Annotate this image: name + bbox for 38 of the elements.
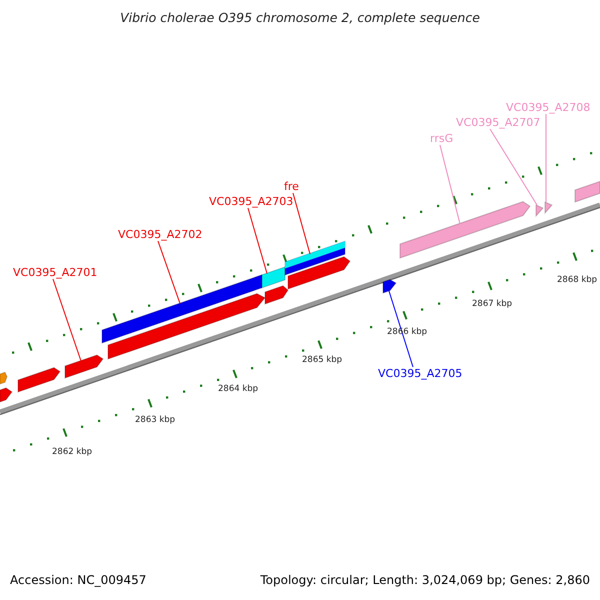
gene-label: fre [284, 180, 299, 193]
gene-label: VC0395_A2701 [13, 266, 98, 279]
summary-text: Topology: circular; Length: 3,024,069 bp; Genes: 2,860 [260, 574, 590, 587]
leader-line [292, 192, 310, 254]
gene-feature [536, 204, 544, 216]
leader-line [440, 144, 460, 224]
leader-line [52, 278, 82, 362]
gene-feature [262, 266, 286, 288]
scale-label: 2863 kbp [135, 414, 176, 427]
gene-label: VC0395_A2703 [209, 195, 294, 208]
gene-feature [382, 279, 397, 294]
leader-line [248, 208, 268, 274]
gene-feature [0, 387, 13, 403]
gene-feature [544, 202, 553, 214]
gene-feature [64, 354, 104, 379]
accession-text: Accession: NC_009457 [10, 574, 146, 587]
gene-feature [102, 274, 262, 344]
gene-feature [400, 201, 531, 259]
leader-line [388, 290, 414, 368]
gene-feature [18, 367, 61, 393]
gene-label: VC0395_A2707 [456, 116, 540, 129]
scale-label: 2867 kbp [472, 298, 512, 311]
gene-label: rrsG [430, 132, 454, 145]
gene-feature [574, 180, 600, 203]
title: Vibrio cholerae O395 chromosome 2, complete sequence [119, 11, 481, 24]
gene-label: VC0395_A2708 [506, 101, 590, 114]
gene-label: VC0395_A2702 [118, 228, 202, 241]
gene-feature [264, 285, 289, 305]
gene-feature [288, 256, 351, 290]
leader-line [490, 128, 538, 206]
gene-feature [0, 372, 8, 385]
gene-feature [108, 293, 266, 360]
scale-label: 2868 kbp [557, 274, 598, 287]
scale-label: 2862 kbp [52, 446, 92, 459]
gene-label: VC0395_A2705 [378, 367, 462, 380]
leader-line [158, 240, 180, 304]
scale-label: 2864 kbp [218, 383, 258, 396]
scale-label: 2865 kbp [302, 354, 342, 367]
